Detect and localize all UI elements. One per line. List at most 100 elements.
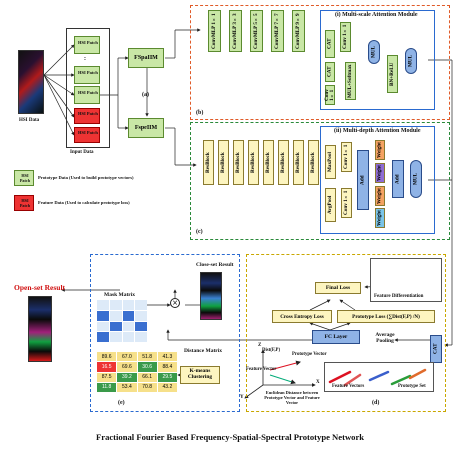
label-e: (e): [118, 400, 125, 406]
dist-cell: 87.5: [97, 372, 117, 382]
md-add2: Add: [392, 160, 404, 198]
resblock-5: ResBlock: [263, 140, 274, 185]
hsi-patch-5: HSI Patch: [74, 127, 100, 143]
prototype-set-label: Prototype Set: [398, 384, 426, 389]
feature-vector-label: Feature Vector: [246, 367, 277, 372]
avg-pooling-label: Average Pooling: [375, 332, 395, 344]
md-conv-a: Conv 1×1: [341, 142, 352, 172]
multidepth-title: (ii) Multi-depth Attention Module: [334, 128, 421, 134]
region-d-border: [246, 254, 446, 412]
open-set-label: Open-set Result: [14, 283, 66, 292]
close-set-label: Close-set Result: [196, 262, 234, 268]
feature-vectors-label: Feature Vectors: [332, 384, 365, 389]
ms-conv2: Conv 1×1: [324, 85, 335, 105]
ms-mul-softmax: MUL+Softmax: [345, 62, 356, 100]
fspe-block: FspeIIM: [128, 118, 164, 138]
dist-cell: 70.8: [137, 382, 157, 392]
patch-dots: :: [84, 56, 86, 62]
vector-set-box: [324, 362, 434, 392]
label-b: (b): [196, 110, 204, 116]
resblock-6: ResBlock: [278, 140, 289, 185]
hsi-patch-2: HSI Patch: [74, 66, 100, 84]
md-add: Add: [357, 150, 369, 210]
md-maxpool: MaxPool: [325, 145, 336, 179]
distance-matrix-grid: 89.6 67.0 51.8 41.3 16.5 69.6 30.6 88.4 …: [97, 352, 177, 392]
md-weight-1: Weight: [375, 140, 385, 160]
legend-proto-swatch: HSI Patch: [14, 170, 34, 186]
hsi-cube-image: [18, 50, 44, 114]
axis-y: Y: [240, 395, 244, 400]
md-weight-3: Weight: [375, 186, 385, 206]
axis-z: Z: [258, 343, 262, 348]
region-e-border: [90, 254, 240, 412]
dist-cell: 16.5: [97, 362, 117, 372]
multidepth-module-border: [320, 126, 435, 234]
distance-matrix-label: Distance Matrix: [184, 348, 223, 354]
dist-cell: 39.2: [117, 372, 137, 382]
dist-cell: 11.8: [97, 382, 117, 392]
md-conv-b: Conv 1×1: [341, 188, 352, 218]
feature-diff-label: Feature Differentiation: [374, 294, 424, 299]
region-c-border: [190, 122, 450, 240]
dist-cell: 89.6: [97, 352, 117, 362]
dist-cell: 69.6: [117, 362, 137, 372]
mask-matrix-label: Mask Matrix: [104, 292, 136, 298]
resblock-3: ResBlock: [233, 140, 244, 185]
dist-cell: 53.4: [117, 382, 137, 392]
dist-cell: 51.8: [137, 352, 157, 362]
legend-feature-text: Feature Data (Used to calculate prototyp…: [38, 200, 130, 205]
label-c: (c): [196, 229, 203, 235]
final-loss-box: Final Loss: [315, 282, 361, 294]
md-weight-4: Weight: [375, 208, 385, 228]
ms-cat2: CAT: [325, 62, 335, 82]
fspa-block: FSpaIIM: [128, 48, 164, 68]
ms-mul: MUL: [368, 40, 380, 64]
kmeans-box: K-means Clustering: [180, 366, 220, 384]
legend-proto-text: Prototype Data (Used to build prototype …: [38, 175, 134, 180]
resblock-1: ResBlock: [203, 140, 214, 185]
resblock-7: ResBlock: [293, 140, 304, 185]
dist-fp-label: Dist(F,P): [262, 348, 281, 353]
ms-conv1: Conv 1×1: [340, 22, 351, 52]
convmlp-1x1: ConvMLP 1×1: [208, 10, 221, 52]
md-mul: MUL: [410, 160, 422, 198]
hsi-data-label: HSI Data: [19, 118, 40, 123]
multiscale-module-border: [320, 10, 435, 110]
region-b-border: [190, 5, 450, 120]
prototype-vector-label: Prototype Vector: [292, 352, 327, 357]
dist-cell: 66.1: [137, 372, 157, 382]
loss-cat: CAT: [430, 335, 442, 363]
hsi-patch-1: HSI Patch: [74, 36, 100, 54]
ms-mul2: MUL: [405, 48, 417, 74]
dist-cell: 43.2: [157, 382, 177, 392]
convmlp-7x7: ConvMLP 7×7: [271, 10, 284, 52]
proto-loss-box: Prototype Loss (∑Dist(F,P) /N): [337, 310, 435, 323]
dist-cell: 29.5: [157, 372, 177, 382]
label-a: (a): [142, 92, 149, 98]
ms-cat: CAT: [325, 30, 335, 58]
ms-bn-relu: BN+ReLU: [387, 55, 398, 93]
dist-cell: 67.0: [117, 352, 137, 362]
md-avgpool: AvgPool: [325, 188, 336, 222]
label-d: (d): [372, 400, 380, 406]
input-data-label: Input Data: [70, 150, 94, 155]
fc-layer-box: FC Layer: [312, 330, 360, 344]
resblock-2: ResBlock: [218, 140, 229, 185]
mask-matrix-grid: [97, 300, 147, 342]
legend-feature-swatch: HSI Patch: [14, 195, 34, 211]
convmlp-9x9: ConvMLP 9×9: [292, 10, 305, 52]
open-set-map: [28, 296, 52, 362]
dist-cell: 41.3: [157, 352, 177, 362]
multiscale-title: (i) Multi-scale Attention Module: [335, 12, 418, 18]
md-weight-2: Weight: [375, 163, 385, 183]
resblock-8: ResBlock: [308, 140, 319, 185]
multiply-circle: ×: [170, 298, 180, 308]
hsi-patch-3: HSI Patch: [74, 86, 100, 104]
axis-x: X: [316, 380, 320, 385]
convmlp-3x3: ConvMLP 3×3: [229, 10, 242, 52]
input-data-border: [66, 28, 110, 148]
close-set-map: [200, 272, 222, 320]
convmlp-5x5: ConvMLP 5×5: [250, 10, 263, 52]
euclid-label: Euclidean Distance between Prototype Vec…: [264, 390, 320, 405]
